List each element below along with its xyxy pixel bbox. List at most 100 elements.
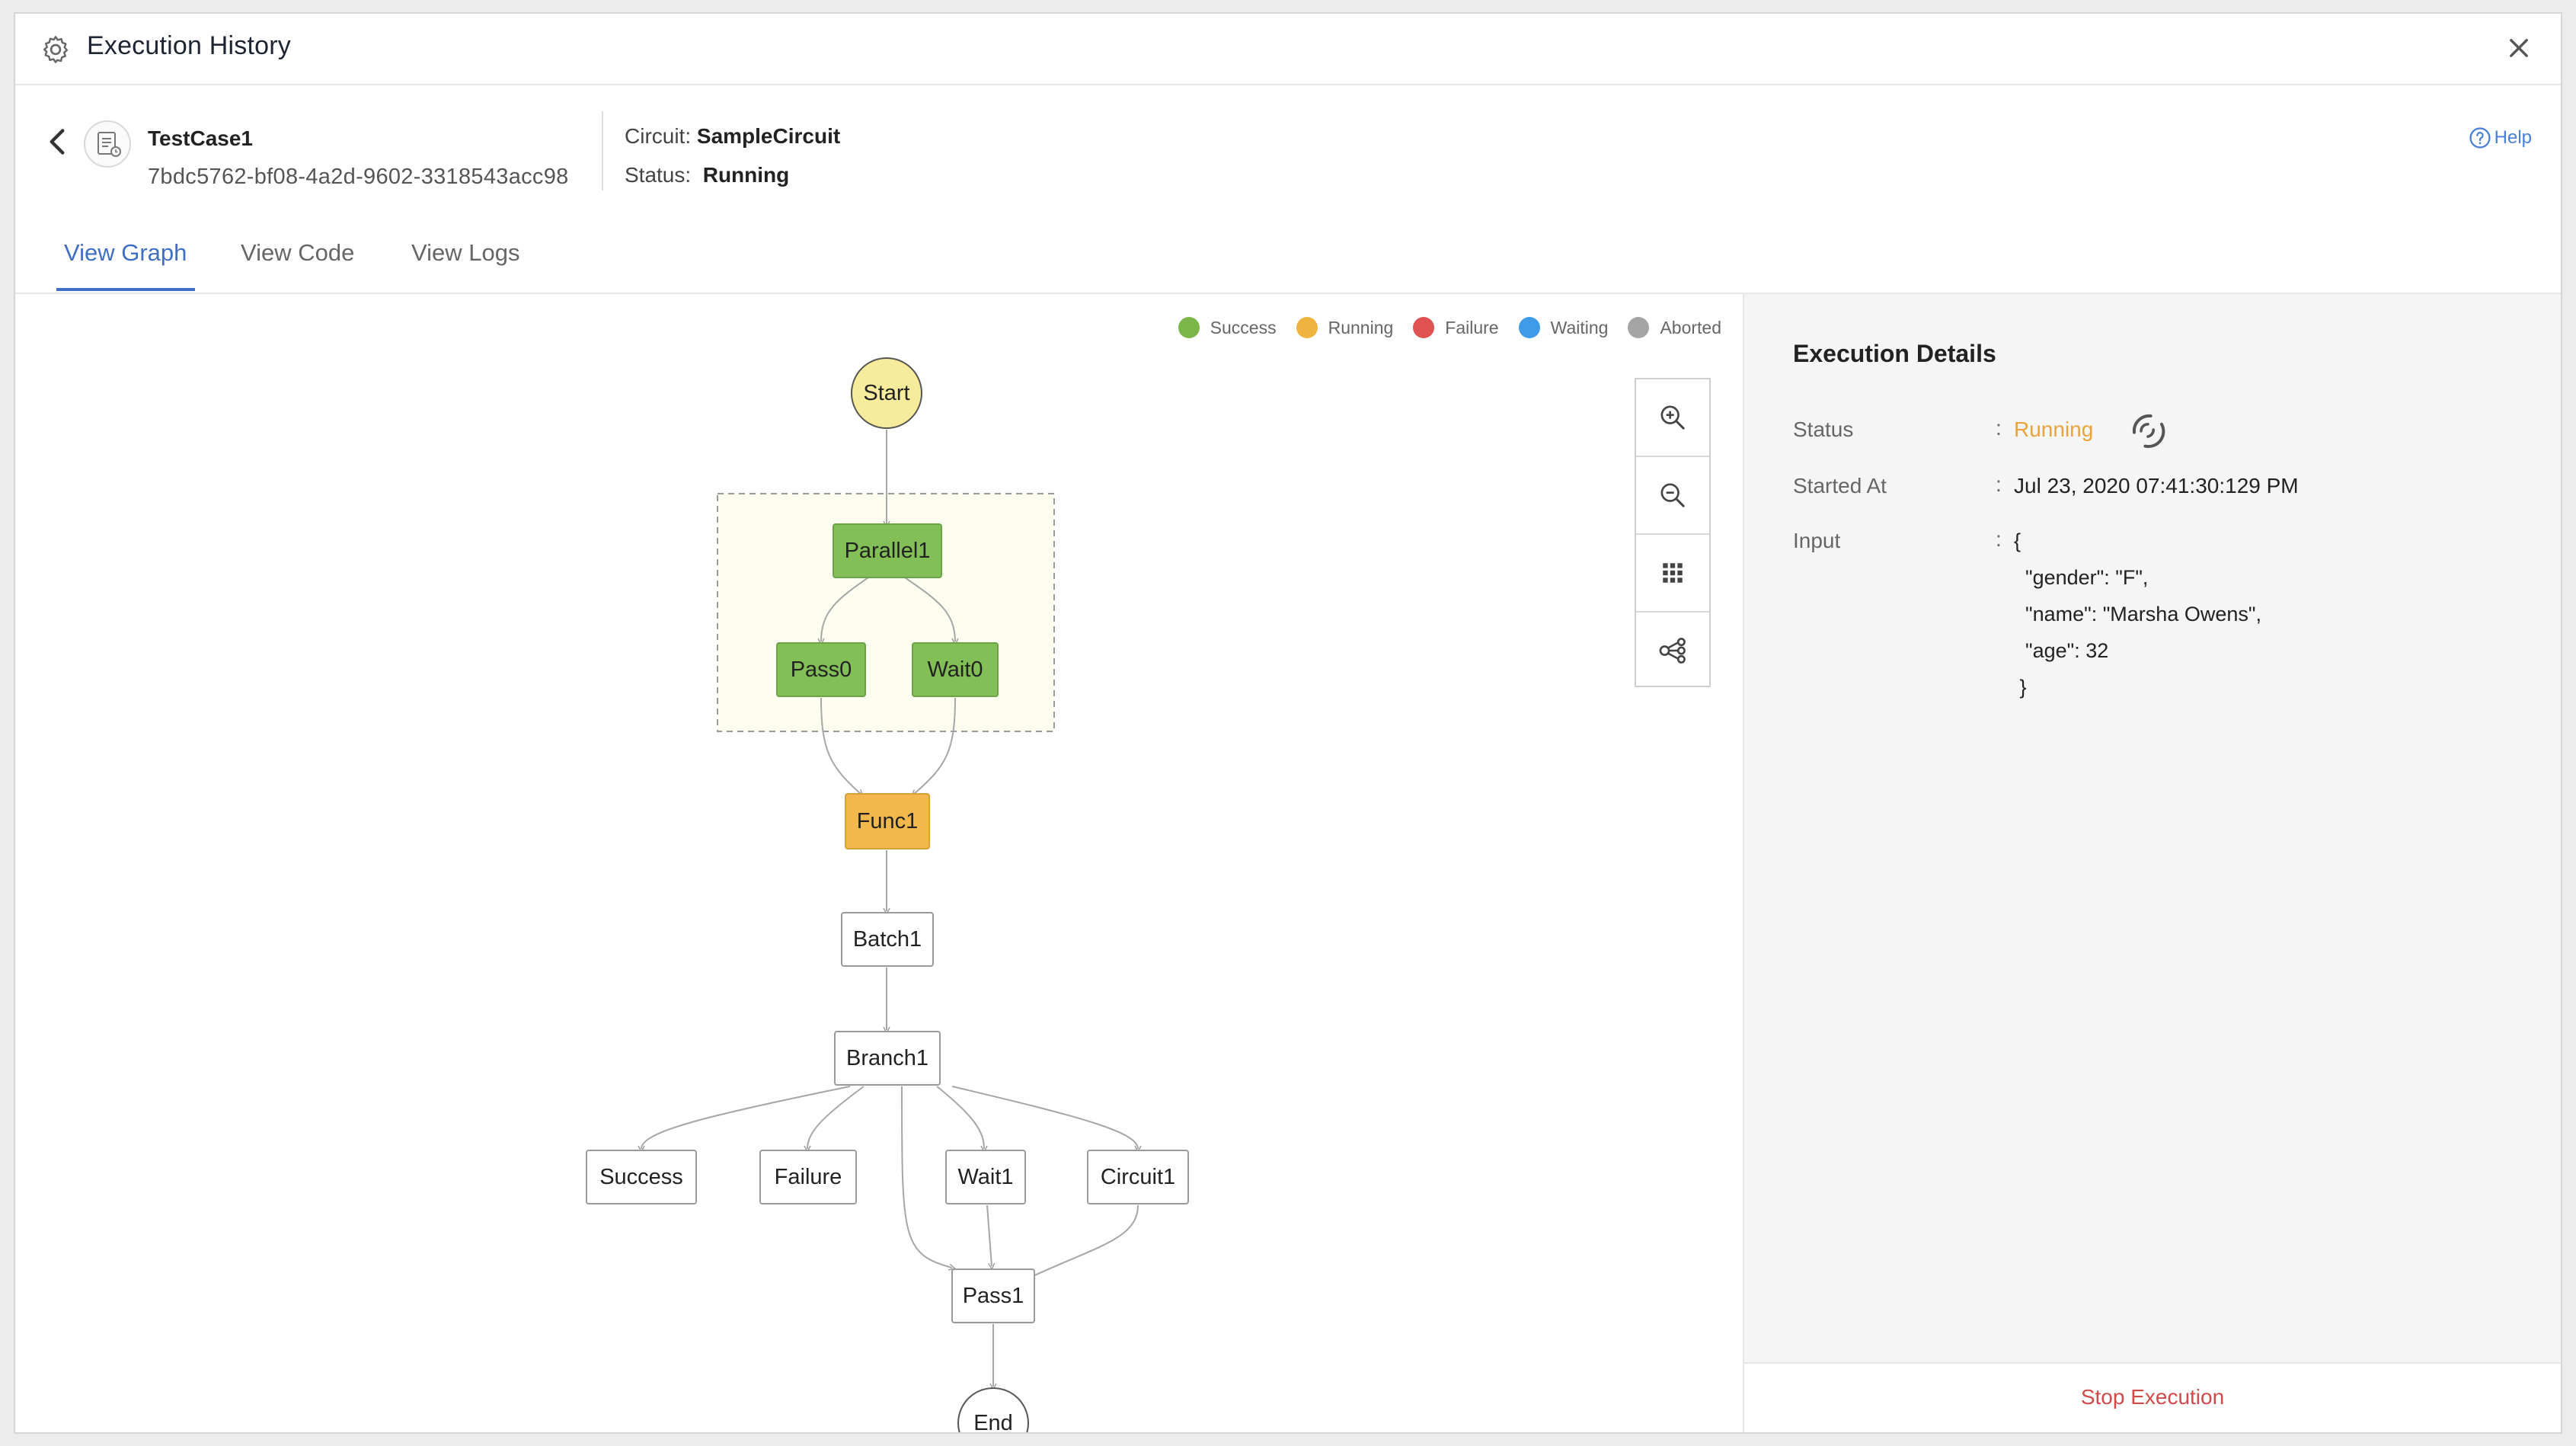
stop-execution-button[interactable]: Stop Execution [2080, 1385, 2225, 1409]
help-icon [2469, 127, 2491, 149]
execution-details-panel: Execution Details Status : Running Start… [1743, 294, 2561, 1432]
edge-circuit1-pass1 [1031, 1204, 1139, 1277]
layout-button[interactable] [1636, 613, 1709, 689]
tab-bar: View Graph View Code View Logs [15, 219, 2561, 294]
node-failure-label: Failure [775, 1165, 842, 1189]
edge-wait0-func1 [914, 697, 956, 794]
help-label: Help [2494, 127, 2532, 148]
node-parallel1-label: Parallel1 [845, 539, 931, 563]
testcase-id: 7bdc5762-bf08-4a2d-9602-3318543acc98 [148, 165, 569, 189]
node-end[interactable]: End [957, 1387, 1029, 1434]
status-label: Status: [625, 163, 692, 187]
legend-waiting: Waiting [1518, 317, 1609, 338]
node-wait0[interactable]: Wait0 [912, 642, 999, 697]
node-start[interactable]: Start [851, 357, 922, 429]
edge-branch1-wait1 [936, 1086, 984, 1149]
loading-spinner-icon [2132, 414, 2165, 449]
node-end-label: End [973, 1411, 1013, 1434]
fit-grid-button[interactable] [1636, 535, 1709, 613]
node-wait1[interactable]: Wait1 [945, 1150, 1026, 1204]
details-status-value: Running [2014, 417, 2094, 441]
legend-aborted: Aborted [1628, 317, 1721, 338]
tab-view-code[interactable]: View Code [241, 239, 355, 266]
legend-success-dot [1178, 317, 1200, 338]
details-status-label: Status [1793, 417, 1854, 441]
zoom-out-icon [1660, 483, 1685, 507]
legend-failure-label: Failure [1445, 317, 1499, 338]
zoom-in-icon [1660, 405, 1685, 430]
circuit-info: Circuit: SampleCircuit [625, 124, 840, 149]
node-wait1-label: Wait1 [957, 1165, 1013, 1189]
details-started-label: Started At [1793, 474, 1887, 497]
edge-wait1-pass1 [986, 1204, 992, 1266]
zoom-toolbar [1635, 378, 1711, 687]
node-circuit1-label: Circuit1 [1101, 1165, 1175, 1189]
input-line: "name": "Marsha Owens", [2014, 603, 2261, 625]
node-branch1-label: Branch1 [846, 1046, 928, 1070]
edge-branch1-circuit1 [951, 1086, 1138, 1149]
node-success-label: Success [599, 1165, 683, 1189]
details-input-colon: : [1996, 527, 2002, 551]
layout-icon [1659, 638, 1686, 664]
node-pass1[interactable]: Pass1 [951, 1268, 1035, 1323]
node-success[interactable]: Success [586, 1150, 697, 1204]
node-wait0-label: Wait0 [927, 657, 983, 682]
details-footer: Stop Execution [1744, 1362, 2561, 1432]
node-circuit1[interactable]: Circuit1 [1087, 1150, 1189, 1204]
tab-view-graph[interactable]: View Graph [64, 239, 187, 266]
details-input-json: { "gender": "F", "name": "Marsha Owens",… [2014, 523, 2261, 705]
graph-canvas[interactable]: Start Parallel1 Pass0 Wait0 Func1 Batch1 [15, 294, 1743, 1434]
legend-running: Running [1296, 317, 1394, 338]
workflow-graph: Start Parallel1 Pass0 Wait0 Func1 Batch1 [586, 357, 1189, 1434]
details-started-value: Jul 23, 2020 07:41:30:129 PM [2014, 474, 2299, 497]
node-parallel1[interactable]: Parallel1 [833, 523, 942, 578]
legend-failure-dot [1413, 317, 1435, 338]
node-func1-label: Func1 [857, 809, 919, 833]
window-title: Execution History [87, 31, 291, 60]
legend-success-label: Success [1210, 317, 1277, 338]
edge-branch1-success [641, 1086, 851, 1149]
zoom-out-button[interactable] [1636, 457, 1709, 535]
details-title: Execution Details [1793, 340, 1996, 367]
header-divider [602, 111, 603, 190]
node-failure[interactable]: Failure [759, 1150, 857, 1204]
status-info: Status: Running [625, 163, 789, 187]
node-pass0-label: Pass0 [791, 657, 852, 682]
legend-aborted-dot [1628, 317, 1650, 338]
legend-success: Success [1178, 317, 1277, 338]
testcase-document-icon [84, 120, 131, 168]
node-start-label: Start [863, 381, 909, 405]
circuit-label: Circuit: [625, 124, 692, 148]
input-line: } [2014, 676, 2027, 699]
legend-failure: Failure [1413, 317, 1499, 338]
zoom-in-button[interactable] [1636, 379, 1709, 457]
legend-running-dot [1296, 317, 1318, 338]
active-tab-indicator [56, 288, 195, 291]
node-func1[interactable]: Func1 [845, 793, 930, 849]
details-status-colon: : [1996, 416, 2002, 440]
graph-edges [641, 430, 1138, 1387]
edge-parallel1-pass0 [821, 577, 869, 641]
gear-icon [43, 36, 69, 63]
input-line: { [2014, 529, 2021, 552]
status-legend: Success Running Failure Waiting Aborted [1178, 317, 1721, 338]
help-link[interactable]: Help [2469, 126, 2532, 149]
legend-waiting-dot [1518, 317, 1540, 338]
details-input-label: Input [1793, 529, 1841, 552]
node-pass0[interactable]: Pass0 [776, 642, 866, 697]
node-branch1[interactable]: Branch1 [834, 1031, 941, 1086]
testcase-name: TestCase1 [148, 126, 254, 150]
circuit-value: SampleCircuit [696, 124, 841, 148]
details-started-colon: : [1996, 472, 2002, 496]
legend-waiting-label: Waiting [1550, 317, 1609, 338]
back-arrow-icon[interactable] [47, 126, 67, 157]
edge-branch1-pass1 [901, 1086, 952, 1268]
close-icon[interactable] [2506, 35, 2532, 61]
node-batch1[interactable]: Batch1 [841, 912, 934, 967]
input-line: "age": 32 [2014, 639, 2109, 662]
tab-view-logs[interactable]: View Logs [411, 239, 520, 266]
legend-running-label: Running [1328, 317, 1394, 338]
edge-branch1-failure [807, 1086, 865, 1149]
legend-aborted-label: Aborted [1660, 317, 1721, 338]
edge-pass0-func1 [820, 697, 861, 794]
